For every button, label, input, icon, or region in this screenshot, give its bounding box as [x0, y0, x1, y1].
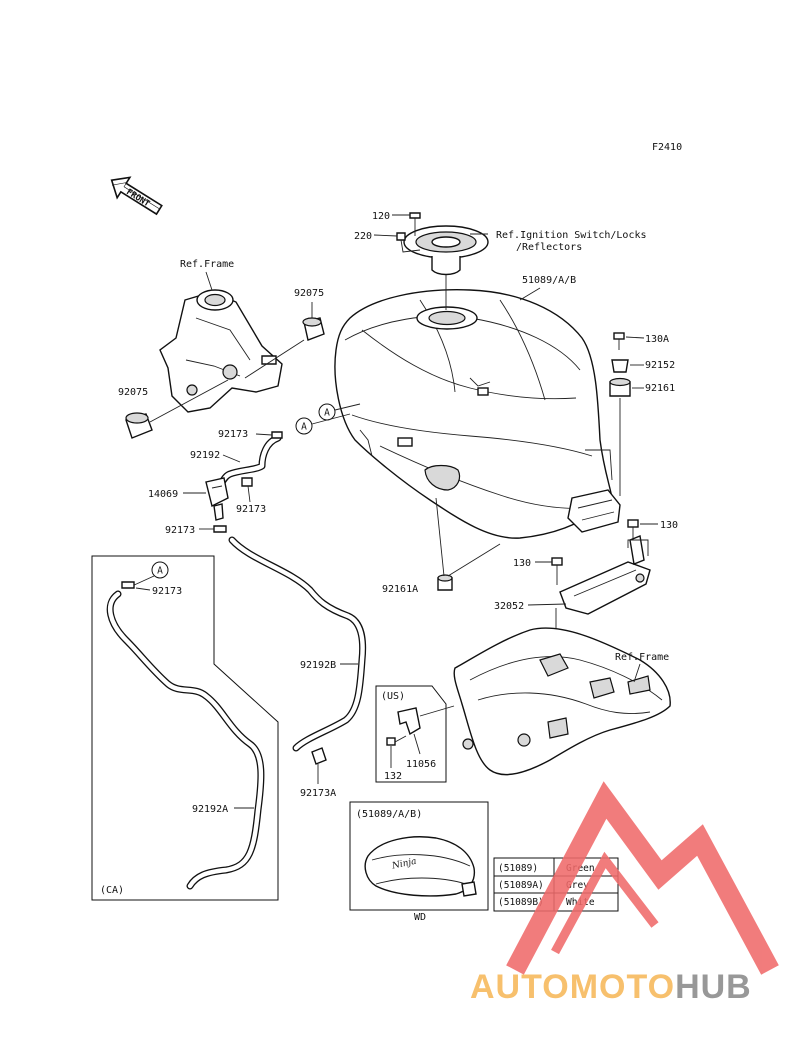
- part-120-label: 120: [372, 211, 390, 222]
- hose-92192b: [228, 536, 367, 752]
- damper-92161a: [437, 574, 453, 591]
- bracket-11056: [397, 707, 421, 736]
- inset-title: (51089/A/B): [356, 809, 422, 820]
- ca-label: (CA): [100, 885, 124, 896]
- automotohub-watermark-logo: AUTOMOTOHUB: [470, 781, 779, 1006]
- clip-92173a: [311, 747, 327, 765]
- part-92075-top-label: 92075: [294, 288, 324, 299]
- clamp-92173-2: [241, 477, 253, 487]
- clamp-92173-3: [213, 525, 227, 533]
- part-92173-3-label: 92173: [165, 525, 195, 536]
- part-132-label: 132: [384, 771, 402, 782]
- front-arrow-icon: FRONT: [110, 176, 163, 216]
- circle-a-marker-1: A: [318, 403, 336, 421]
- collar-92152: [611, 359, 629, 373]
- bolt-130a: [613, 332, 625, 350]
- rear-frame: [453, 627, 671, 776]
- ref-frame-top-label: Ref.Frame: [180, 259, 234, 270]
- part-92192b-label: 92192B: [300, 660, 336, 671]
- figure-code: F2410: [652, 142, 682, 153]
- damper-92075-top: [302, 317, 325, 341]
- part-92173-2-label: 92173: [236, 504, 266, 515]
- fuel-tank: [334, 289, 621, 539]
- part-14069-label: 14069: [148, 489, 178, 500]
- inset-caption: WD: [414, 912, 426, 923]
- ignition-ref-label-2: /Reflectors: [516, 242, 582, 253]
- part-130a-label: 130A: [645, 334, 669, 345]
- part-92152-label: 92152: [645, 360, 675, 371]
- color-code-cell: (51089A): [498, 880, 544, 891]
- clamp-92173-1: [271, 431, 283, 439]
- watermark-text-part1: AUTOMOTO: [470, 968, 675, 1006]
- bolt-130-mid: [551, 557, 563, 585]
- part-51089-label: 51089/A/B: [522, 275, 576, 286]
- valve-14069: [205, 477, 229, 521]
- circle-a-marker-2: A: [295, 417, 313, 435]
- svg-text:A: A: [324, 408, 330, 419]
- us-label: (US): [381, 691, 405, 702]
- part-92173-1-label: 92173: [218, 429, 248, 440]
- part-130-right-label: 130: [660, 520, 678, 531]
- svg-text:A: A: [157, 566, 163, 577]
- part-92192a-label: 92192A: [192, 804, 228, 815]
- hose-92192a: [106, 590, 265, 890]
- ca-variant-box: [91, 555, 279, 901]
- damper-92161: [609, 377, 631, 397]
- frame-head-bracket: [159, 289, 283, 413]
- svg-text:AUTOMOTOHUB: AUTOMOTOHUB: [470, 968, 752, 1006]
- part-11056-label: 11056: [406, 759, 436, 770]
- damper-92075-left: [125, 412, 153, 439]
- color-name-cell: Grey: [566, 880, 589, 891]
- watermark-text-part2: HUB: [675, 968, 752, 1006]
- ref-frame-bottom-label: Ref.Frame: [615, 652, 669, 663]
- fuel-cap: [396, 212, 489, 310]
- part-92173a-label: 92173A: [300, 788, 336, 799]
- part-130-mid-label: 130: [513, 558, 531, 569]
- inset-tank-image: Ninja: [364, 836, 477, 897]
- clamp-92173-4: [121, 581, 135, 589]
- bracket-32052: [559, 535, 651, 615]
- us-variant-box: [375, 685, 447, 783]
- part-220-label: 220: [354, 231, 372, 242]
- circle-a-marker-3: A: [151, 561, 169, 579]
- bolt-132: [386, 735, 407, 746]
- part-92161-label: 92161: [645, 383, 675, 394]
- part-92161a-label: 92161A: [382, 584, 418, 595]
- part-32052-label: 32052: [494, 601, 524, 612]
- color-code-cell: (51089): [498, 863, 538, 874]
- svg-text:A: A: [301, 422, 307, 433]
- part-92192-label: 92192: [190, 450, 220, 461]
- color-name-cell: Green: [566, 863, 595, 874]
- part-92075-left-label: 92075: [118, 387, 148, 398]
- part-92173-4-label: 92173: [152, 586, 182, 597]
- ignition-ref-label-1: Ref.Ignition Switch/Locks: [496, 230, 647, 241]
- color-code-cell: (51089B): [498, 897, 544, 908]
